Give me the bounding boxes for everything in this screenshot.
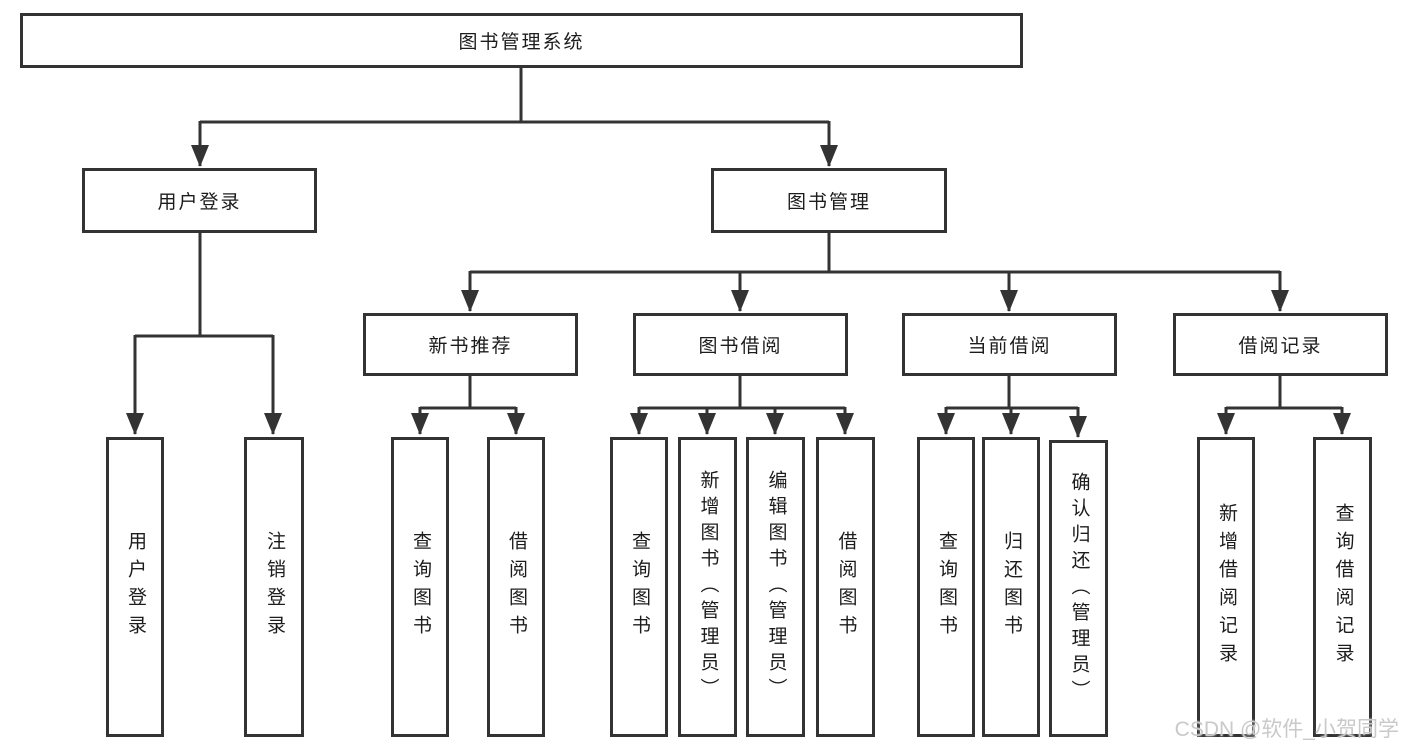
leaf-borrow-edit-books-admin-label: 编辑图书（管理员） <box>765 470 787 704</box>
connector-new-book-recommend <box>420 376 516 410</box>
connector-current-borrow <box>946 376 1078 410</box>
node-user-login: 用户登录 <box>82 168 317 233</box>
leaf-borrow-add-books-admin: 新增图书（管理员） <box>678 437 737 737</box>
connector-borrow-records <box>1226 376 1342 410</box>
leaf-newbook-query-books-label: 查询图书 <box>409 531 431 643</box>
leaf-logout-label: 注销登录 <box>263 531 285 643</box>
leaf-borrow-query-books-label: 查询图书 <box>628 531 650 643</box>
connector-user-login <box>135 233 273 338</box>
node-new-book-recommend-label: 新书推荐 <box>428 336 513 357</box>
leaf-borrow-add-books-admin-label: 新增图书（管理员） <box>697 470 719 704</box>
leaf-records-query-borrow-record: 查询借阅记录 <box>1313 437 1372 737</box>
csdn-watermark: CSDN @软件_小贺同学 <box>1174 718 1399 741</box>
leaf-newbook-borrow-books-label: 借阅图书 <box>505 531 527 643</box>
leaf-current-query-books-label: 查询图书 <box>935 531 957 643</box>
leaf-current-return-books-label: 归还图书 <box>1000 531 1022 643</box>
leaf-user-login-label: 用户登录 <box>124 531 146 643</box>
leaf-records-add-borrow-record-label: 新增借阅记录 <box>1215 503 1237 671</box>
leaf-borrow-borrow-books: 借阅图书 <box>816 437 875 737</box>
node-new-book-recommend: 新书推荐 <box>363 313 578 376</box>
node-borrow-records-label: 借阅记录 <box>1238 336 1323 357</box>
leaf-borrow-borrow-books-label: 借阅图书 <box>835 531 857 643</box>
connector-book-borrow <box>639 376 845 410</box>
leaf-current-confirm-return-admin: 确认归还（管理员） <box>1049 440 1108 737</box>
leaf-current-query-books: 查询图书 <box>917 437 975 737</box>
node-current-borrow-label: 当前借阅 <box>967 336 1052 357</box>
node-book-management-label: 图书管理 <box>786 192 871 213</box>
leaf-user-login: 用户登录 <box>106 437 164 737</box>
leaf-current-return-books: 归还图书 <box>982 437 1040 737</box>
leaf-borrow-query-books: 查询图书 <box>610 437 668 737</box>
leaf-current-confirm-return-admin-label: 确认归还（管理员） <box>1068 471 1090 706</box>
leaf-newbook-query-books: 查询图书 <box>391 437 449 737</box>
leaf-records-add-borrow-record: 新增借阅记录 <box>1197 437 1255 737</box>
node-book-borrow-label: 图书借阅 <box>698 336 783 357</box>
node-current-borrow: 当前借阅 <box>902 313 1117 376</box>
node-book-borrow: 图书借阅 <box>633 313 848 376</box>
connector-book-management <box>470 233 1280 274</box>
leaf-newbook-borrow-books: 借阅图书 <box>487 437 545 737</box>
node-library-system: 图书管理系统 <box>20 13 1023 68</box>
node-user-login-label: 用户登录 <box>157 192 242 213</box>
leaf-borrow-edit-books-admin: 编辑图书（管理员） <box>746 437 805 737</box>
node-book-management: 图书管理 <box>711 168 947 233</box>
node-borrow-records: 借阅记录 <box>1173 313 1388 376</box>
leaf-records-query-borrow-record-label: 查询借阅记录 <box>1332 503 1354 671</box>
node-library-system-label: 图书管理系统 <box>458 32 585 53</box>
leaf-logout: 注销登录 <box>244 437 304 737</box>
connector-root <box>200 68 829 124</box>
